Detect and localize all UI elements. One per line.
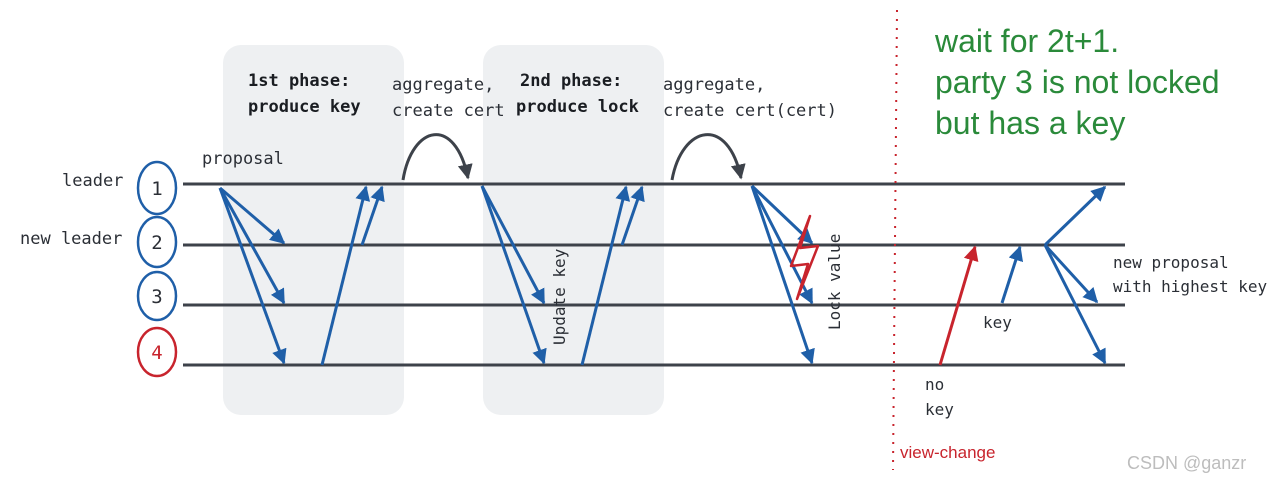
party-4-badge: 4	[136, 326, 178, 378]
phase-1-broadcast-arrows	[218, 186, 287, 365]
phase-2-reply-arrows	[580, 185, 645, 366]
party-4-id: 4	[151, 342, 162, 364]
phase-2-title-line2: produce lock	[516, 97, 639, 117]
key-message-arrow	[1000, 245, 1024, 304]
phase-1-title-line1: 1st phase:	[248, 71, 350, 91]
no-key-line-2: key	[925, 400, 954, 419]
aggregate-1-arrow	[401, 133, 473, 181]
new-proposal-line-2: with highest key	[1113, 277, 1267, 296]
note-line-3: but has a key	[935, 105, 1125, 141]
party-1-badge: 1	[136, 160, 178, 216]
no-key-message-arrow	[938, 245, 979, 366]
update-key-label: Update key	[550, 248, 569, 345]
new-leader-label: new leader	[20, 229, 122, 249]
party-1-id: 1	[151, 178, 162, 200]
lock-broadcast-arrows	[750, 184, 815, 365]
phase-1-title-line2: produce key	[248, 97, 361, 117]
party-2-id: 2	[151, 232, 162, 254]
aggregate-2-line2: create cert(cert)	[663, 101, 837, 121]
note-line-2: party 3 is not locked	[935, 64, 1220, 100]
phase-2-title-line1: 2nd phase:	[520, 71, 622, 91]
new-proposal-arrows	[1043, 185, 1107, 365]
aggregate-1-line1: aggregate,	[392, 75, 494, 95]
no-key-line-1: no	[925, 375, 944, 394]
watermark: CSDN @ganzr	[1127, 453, 1246, 473]
lock-value-label: Lock value	[825, 234, 844, 330]
phase-2-broadcast-arrows	[480, 185, 547, 365]
lightning-bolt-icon	[789, 214, 820, 301]
aggregate-2-arrow	[670, 133, 746, 181]
aggregate-1-line2: create cert	[392, 101, 505, 121]
party-2-badge: 2	[136, 215, 178, 269]
leader-label: leader	[62, 171, 123, 191]
party-3-badge: 3	[136, 270, 178, 322]
view-change-label: view-change	[900, 443, 995, 462]
phase-1-reply-arrows	[320, 185, 385, 366]
key-label: key	[983, 313, 1012, 332]
aggregate-2-line1: aggregate,	[663, 75, 765, 95]
note-line-1: wait for 2t+1.	[934, 23, 1119, 59]
proposal-label: proposal	[202, 149, 284, 169]
party-3-id: 3	[151, 286, 162, 308]
view-change-divider	[892, 9, 898, 471]
new-proposal-line-1: new proposal	[1113, 253, 1229, 272]
